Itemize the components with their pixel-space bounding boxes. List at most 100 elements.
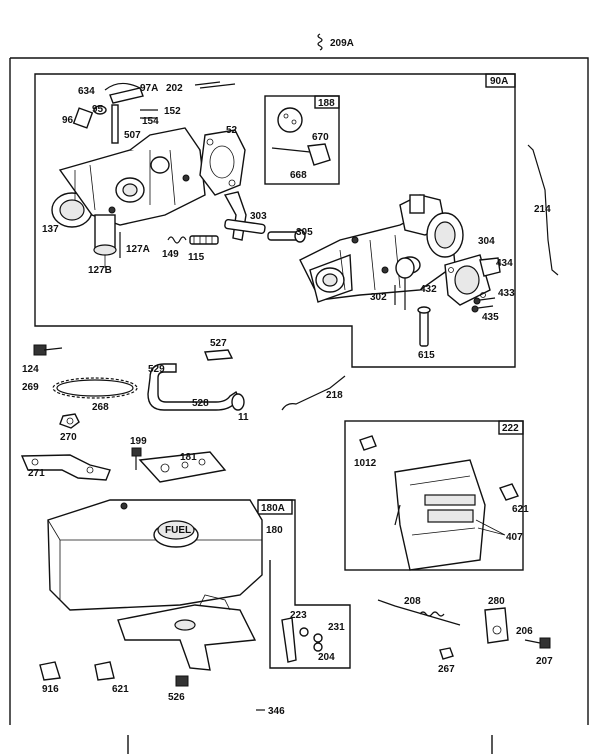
- throttle-parts: [72, 104, 158, 144]
- callout-204: 204: [318, 652, 335, 663]
- callout-271: 271: [28, 468, 45, 479]
- callout-97A: 97A: [140, 83, 158, 94]
- callout-668: 668: [290, 170, 307, 181]
- gasket-ring-268: [52, 377, 138, 399]
- idle-screw-spring: [167, 235, 219, 245]
- bowl-stem: [104, 232, 121, 268]
- callout-202: 202: [166, 83, 183, 94]
- callout-152: 152: [164, 106, 181, 117]
- callout-634: 634: [78, 86, 95, 97]
- callout-180: 180: [266, 525, 283, 536]
- callout-432: 432: [420, 284, 437, 295]
- callout-268: 268: [92, 402, 109, 413]
- callout-434: 434: [496, 258, 513, 269]
- callout-206: 206: [516, 626, 533, 637]
- nut-270: [59, 413, 80, 429]
- screws-433-435: [471, 297, 496, 313]
- tube-615: [417, 306, 431, 347]
- callout-433: 433: [498, 288, 515, 299]
- callout-305: 305: [296, 227, 313, 238]
- callout-181: 181: [180, 452, 197, 463]
- callout-137: 137: [42, 224, 59, 235]
- bracket-271: [20, 454, 111, 481]
- callout-115: 115: [188, 252, 205, 263]
- callout-218: 218: [326, 390, 343, 401]
- valve-432: [394, 257, 415, 310]
- tank-cap-text: FUEL: [165, 525, 191, 536]
- callout-270: 270: [60, 432, 77, 443]
- callout-95: 95: [92, 104, 104, 115]
- box-label-panel: 222: [502, 423, 519, 434]
- callout-199: 199: [130, 436, 147, 447]
- callout-346: 346: [268, 706, 285, 717]
- nut-267: [439, 647, 454, 660]
- callout-303: 303: [250, 211, 267, 222]
- box-tag-panel: [498, 420, 524, 435]
- tank-group-small-parts: [281, 617, 323, 663]
- callout-529: 529: [148, 364, 165, 375]
- callout-149: 149: [162, 249, 179, 260]
- box-tag-tank: [257, 499, 293, 515]
- callout-124: 124: [22, 364, 39, 375]
- bolt-124: [33, 344, 63, 356]
- callout-127A: 127A: [126, 244, 150, 255]
- rod-218: [281, 375, 346, 411]
- callout-96: 96: [62, 115, 74, 126]
- callout-435: 435: [482, 312, 499, 323]
- callout-154: 154: [142, 116, 159, 127]
- callout-304: 304: [478, 236, 495, 247]
- callout-267: 267: [438, 664, 455, 675]
- callout-916: 916: [42, 684, 59, 695]
- callout-231: 231: [328, 622, 345, 633]
- callout-208: 208: [404, 596, 421, 607]
- callout-621-panel: 621: [512, 504, 529, 515]
- elbow-tube-528: [147, 363, 245, 411]
- box-label-tank: 180A: [261, 503, 285, 514]
- callout-269: 269: [22, 382, 39, 393]
- callout-127B: 127B: [88, 265, 112, 276]
- bracket-280: [484, 607, 509, 644]
- callout-621: 621: [112, 684, 129, 695]
- callout-52: 52: [226, 125, 238, 136]
- carburetor-body-left: [51, 127, 206, 256]
- box-label-main: 90A: [490, 76, 508, 87]
- choke-lever: [104, 81, 236, 104]
- pump-cover-304: [444, 254, 501, 306]
- callout-302: 302: [370, 292, 387, 303]
- box-tag-inset: [314, 95, 340, 109]
- screw-199: [131, 447, 142, 470]
- spring-209A: [317, 33, 323, 51]
- callout-528: 528: [192, 398, 209, 409]
- link-rod-214: [527, 144, 559, 276]
- bolt-526: [175, 675, 189, 687]
- box-tag-main: [485, 73, 516, 88]
- inset-box: [264, 95, 340, 185]
- outer-frame: [9, 57, 589, 725]
- gasket-181: [138, 451, 227, 483]
- inset-parts: [271, 107, 331, 166]
- clip-916: [39, 661, 61, 681]
- carburetor-body-right: [299, 194, 464, 303]
- rod-208: [377, 599, 461, 626]
- box-label-inset: 188: [318, 98, 335, 109]
- callout-209A: 209A: [330, 38, 354, 49]
- tank-group-box: [258, 499, 351, 669]
- callout-526: 526: [168, 692, 185, 703]
- callout-615: 615: [418, 350, 435, 361]
- screw-206-207: [524, 637, 551, 649]
- callout-223: 223: [290, 610, 307, 621]
- throttle-lever-303: [223, 191, 306, 243]
- callout-11: 11: [238, 412, 249, 423]
- panel-box: [344, 420, 524, 571]
- callout-214: 214: [534, 204, 551, 215]
- callout-527: 527: [210, 338, 227, 349]
- clip-527: [204, 349, 234, 361]
- fuel-tank: FUEL: [47, 499, 263, 611]
- callout-507: 507: [124, 130, 141, 141]
- callout-280: 280: [488, 596, 505, 607]
- gasket-52: [199, 129, 246, 196]
- callout-670: 670: [312, 132, 329, 143]
- callout-1012: 1012: [354, 458, 377, 469]
- callout-207: 207: [536, 656, 553, 667]
